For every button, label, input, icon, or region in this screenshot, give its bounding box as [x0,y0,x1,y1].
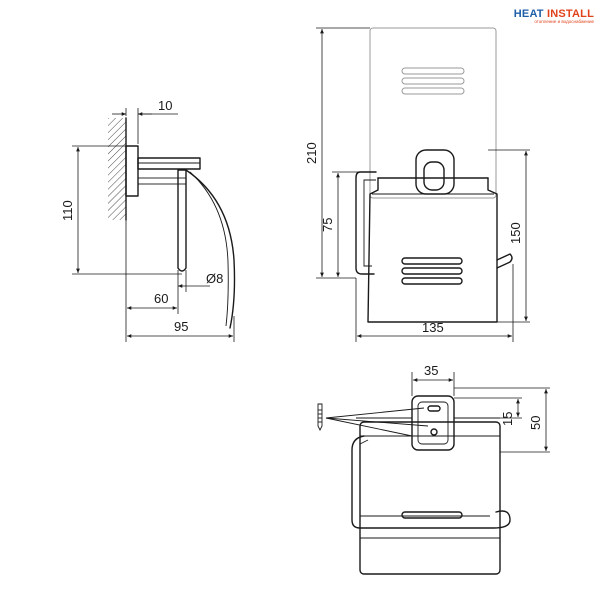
dim-front-right-height: 150 [508,222,523,244]
dim-side-top: 10 [158,98,172,113]
support-arm [137,157,201,170]
dim-side-diameter: Ø8 [206,271,223,286]
dim-side-inner: 60 [154,291,168,306]
arm-tip [496,253,513,269]
front-view: 210 75 150 135 [304,27,530,342]
mount-slot [423,161,445,191]
bottom-body [359,421,501,575]
side-view: 10 110 Ø8 60 95 [60,98,236,342]
curved-cover [185,169,236,329]
paper-arm [355,171,377,275]
dim-side-depth: 95 [174,319,188,334]
screw [317,403,323,432]
dim-bottom-mount-width: 35 [424,363,438,378]
dim-front-total-height: 210 [304,142,319,164]
lower-arm [137,177,187,185]
bottom-paper-arm [351,435,511,529]
dim-bottom-total-depth: 50 [528,416,543,430]
brand-name-part2: INSTALL [546,8,594,20]
brand-name: HEAT INSTALL [514,8,594,20]
dim-front-width: 135 [422,320,444,335]
dim-bottom-mount-depth: 15 [500,412,515,426]
holder-cover [367,177,498,323]
paper-rod [177,169,187,272]
brand-name-part1: HEAT [513,8,547,20]
ghost-vent [401,67,465,95]
wall-flange [125,145,139,197]
paper-roll-outline [369,27,497,199]
brand-tagline: отопление и водоснабжение [534,19,594,24]
wall-hatch [108,118,126,220]
front-vent [401,257,463,285]
dim-front-lower-height: 75 [320,218,335,232]
brand-logo: HEAT INSTALL отопление и водоснабжение [514,8,594,24]
bottom-view: 35 15 50 [317,363,550,575]
wall-mount [415,149,455,195]
bottom-mount [411,395,455,451]
dim-side-height: 110 [60,200,75,221]
